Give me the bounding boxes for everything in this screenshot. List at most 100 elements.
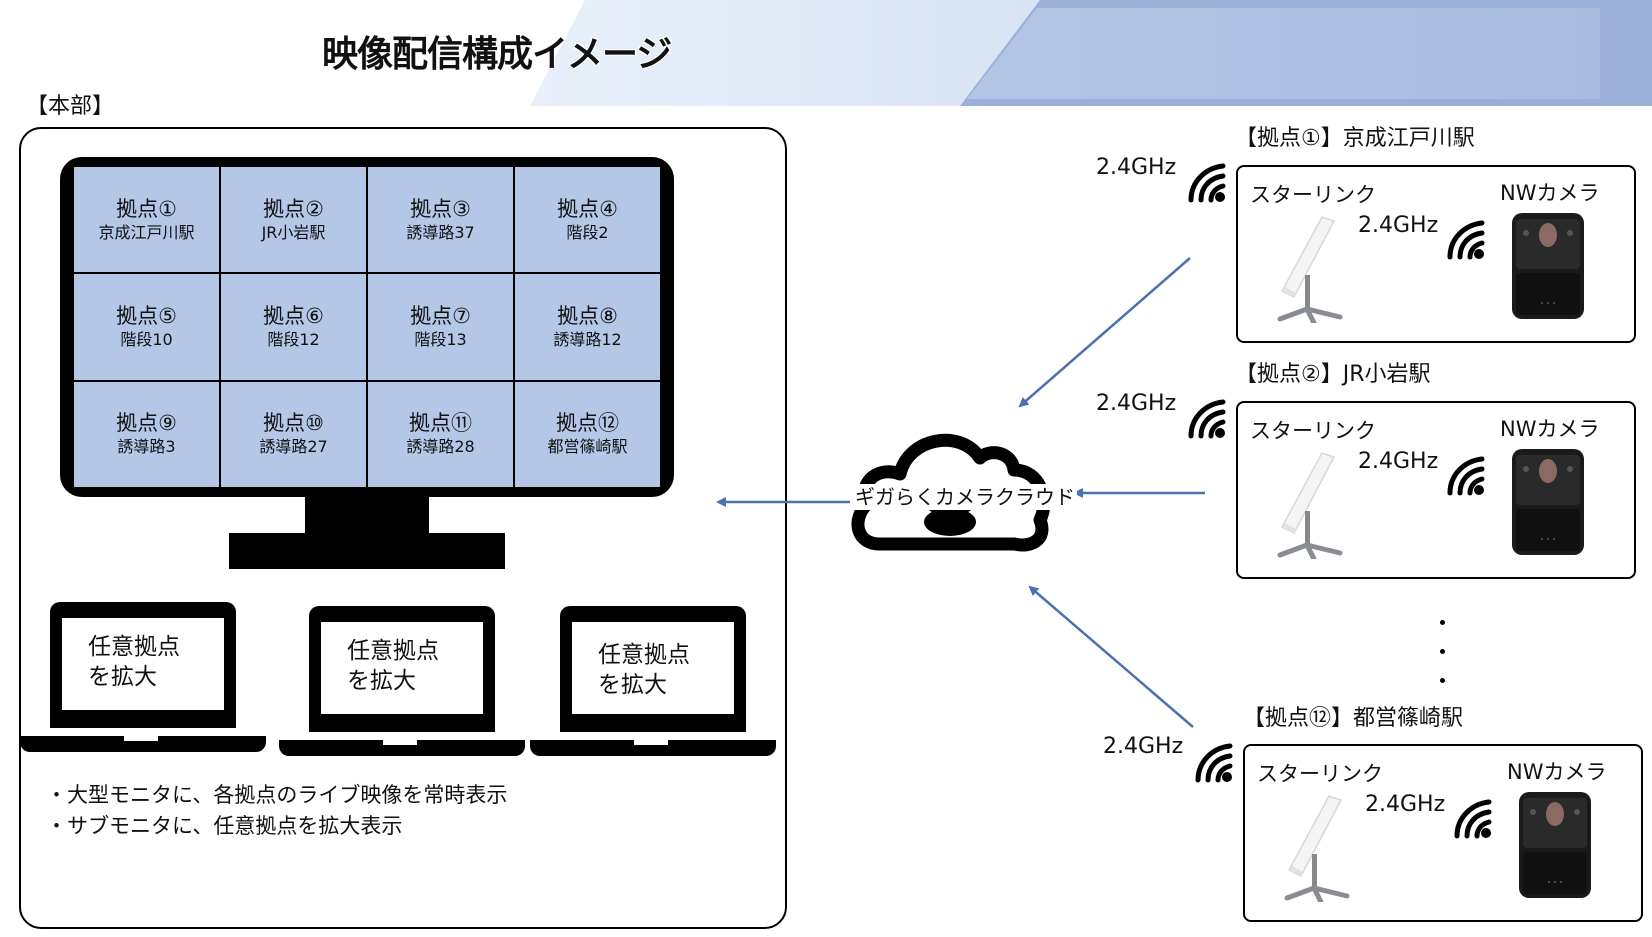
outer-frequency-label: 2.4GHz	[1103, 734, 1184, 759]
cloud-label: ギガらくカメラクラウド	[853, 484, 1077, 510]
arrow-site12-to-cloud	[1028, 585, 1194, 728]
inner-frequency-label: 2.4GHz	[1358, 449, 1439, 474]
laptop-screen: 任意拠点 を拡大	[572, 622, 734, 714]
cell-title: 拠点③	[410, 196, 471, 221]
laptop-lid: 任意拠点 を拡大	[50, 602, 236, 728]
monitor-stand-neck	[305, 497, 429, 533]
network-camera-icon	[1508, 447, 1588, 557]
cell-title: 拠点⑫	[556, 411, 619, 436]
description-item: ・大型モニタに、各拠点のライブ映像を常時表示	[46, 783, 508, 807]
dot	[1440, 678, 1445, 683]
cell-subtitle: 誘導路37	[406, 222, 475, 242]
camera-label: NWカメラ	[1500, 181, 1600, 205]
cell-subtitle: 都営篠崎駅	[547, 437, 628, 457]
laptop-notch	[383, 740, 417, 745]
laptop-screen: 任意拠点 を拡大	[62, 618, 224, 710]
header-banner	[530, 0, 1652, 106]
description-item: ・サブモニタに、任意拠点を拡大表示	[46, 814, 403, 838]
cell-title: 拠点④	[557, 196, 618, 221]
outer-frequency-label: 2.4GHz	[1096, 155, 1177, 180]
wifi-icon	[1190, 740, 1234, 784]
wifi-icon	[1442, 453, 1486, 497]
site-title: 【拠点⑫】都営篠崎駅	[1243, 706, 1464, 731]
laptop-lid: 任意拠点 を拡大	[309, 606, 495, 732]
dot	[1440, 620, 1445, 625]
cell-title: 拠点①	[116, 196, 177, 221]
wifi-icon	[1449, 796, 1493, 840]
laptop-text: を拡大	[347, 668, 416, 694]
laptop-base	[20, 736, 266, 752]
laptop-notch	[634, 740, 668, 745]
laptop-1: 任意拠点 を拡大	[20, 602, 266, 752]
cell-title: 拠点⑪	[409, 411, 472, 436]
arrow-site1-to-cloud	[1018, 257, 1191, 408]
cell-subtitle: 誘導路28	[406, 437, 475, 457]
laptop-3: 任意拠点 を拡大	[530, 606, 776, 756]
starlink-dish-icon	[1260, 213, 1350, 326]
cell-subtitle: 階段10	[120, 329, 173, 349]
laptop-base	[530, 740, 776, 756]
cell-title: 拠点⑦	[410, 303, 471, 328]
wifi-icon	[1183, 396, 1227, 440]
cell-subtitle: 京成江戸川駅	[98, 222, 195, 242]
cell-title: 拠点⑥	[263, 303, 324, 328]
network-camera-icon	[1508, 211, 1588, 321]
inner-frequency-label: 2.4GHz	[1365, 792, 1446, 817]
wifi-icon	[1442, 217, 1486, 261]
cell-subtitle: 誘導路27	[259, 437, 328, 457]
cell-title: 拠点⑨	[116, 411, 177, 436]
hq-label: 【本部】	[26, 94, 115, 119]
starlink-dish-icon	[1267, 792, 1357, 905]
cell-subtitle: 誘導路12	[553, 329, 622, 349]
cell-subtitle: 階段12	[267, 329, 320, 349]
laptop-text: 任意拠点	[598, 642, 690, 668]
site-box: スターリンク NWカメラ 2.4GHz	[1236, 401, 1636, 579]
laptop-text: を拡大	[598, 672, 667, 698]
cell-title: 拠点②	[263, 196, 324, 221]
laptop-text: 任意拠点	[88, 634, 180, 660]
cell-subtitle: 誘導路3	[117, 437, 176, 457]
wifi-icon	[1183, 160, 1227, 204]
inner-frequency-label: 2.4GHz	[1358, 213, 1439, 238]
laptop-base	[279, 740, 525, 756]
camera-label: NWカメラ	[1500, 417, 1600, 441]
hq-container	[19, 127, 787, 929]
laptop-2: 任意拠点 を拡大	[279, 606, 525, 756]
network-camera-icon	[1515, 790, 1595, 900]
description-list: ・大型モニタに、各拠点のライブ映像を常時表示 ・サブモニタに、任意拠点を拡大表示	[46, 780, 507, 842]
camera-label: NWカメラ	[1507, 760, 1607, 784]
cell-title: 拠点⑩	[263, 411, 324, 436]
laptop-lid: 任意拠点 を拡大	[560, 606, 746, 732]
starlink-label: スターリンク	[1250, 183, 1376, 207]
laptop-screen: 任意拠点 を拡大	[321, 622, 483, 714]
cell-subtitle: 階段2	[566, 222, 609, 242]
dot	[1440, 649, 1445, 654]
cell-subtitle: 階段13	[414, 329, 467, 349]
starlink-label: スターリンク	[1257, 762, 1383, 786]
monitor-stand-base	[229, 533, 505, 569]
laptop-text: 任意拠点	[347, 638, 439, 664]
starlink-dish-icon	[1260, 449, 1350, 562]
page-title: 映像配信構成イメージ	[322, 34, 672, 75]
site-box: スターリンク NWカメラ 2.4GHz	[1243, 744, 1643, 922]
site-title: 【拠点①】京成江戸川駅	[1235, 126, 1475, 151]
cell-subtitle: JR小岩駅	[261, 222, 326, 242]
ellipsis-dots	[1440, 620, 1450, 707]
site-title: 【拠点②】JR小岩駅	[1235, 362, 1431, 387]
laptop-notch	[124, 736, 158, 741]
cell-title: 拠点⑧	[557, 303, 618, 328]
